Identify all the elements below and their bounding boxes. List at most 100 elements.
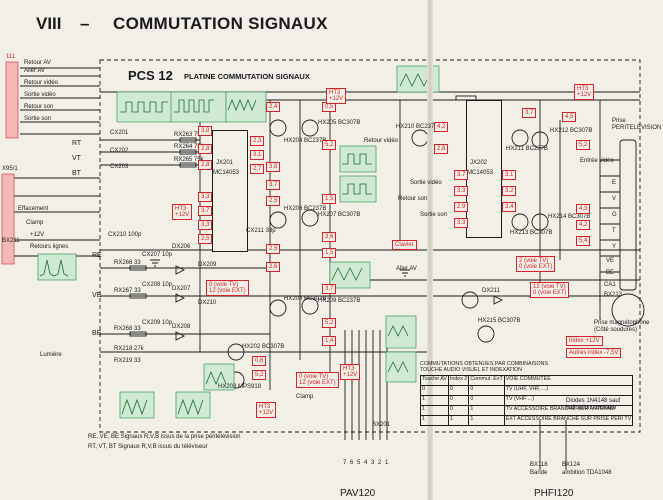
index-label: Index [569,338,584,344]
table-cell: TV (UHF, VHF, ...) [503,384,634,396]
label-bande: Bande [530,470,548,476]
board-code: PCS 12 [128,68,173,83]
comp-dx210: DX210 [198,300,217,306]
label-retour-son-right: Retour son [398,196,428,202]
voltage-value: 1,5 [322,194,337,204]
pin-number: 6 [350,460,354,466]
voltage-value: 3,3 [454,186,469,196]
transistor-hx209: HX209 BC237B [318,298,361,304]
comp-cx211: CX211 33p [246,228,276,234]
label-ambition: ambition TDA1048 [562,470,612,476]
ic-jx202 [466,100,502,238]
comp-rx268: RX268 33 [114,326,141,332]
diodes-note: Diodes 1N4148 sauf indication contraire [566,398,621,411]
index-box: Index +12V [566,336,603,346]
transistor-hx215: HX215 BC307B [478,318,521,324]
voltage-value: 1,4 [322,336,337,346]
label-entree-video: Entrée vidéo [580,158,614,164]
label-retour-av: Retour AV [24,60,51,66]
table-cell: 0 [468,394,505,406]
voltage-value: 2,8 [434,144,449,154]
comp-dx211: DX211 [482,288,500,294]
supply-label: +12V [329,96,344,102]
transistor-hx203: HX203 MPS918 [218,384,262,390]
comp-cx203: CX203 [110,164,129,170]
comp-cx208: CX208 10p [142,282,173,288]
voltage-value: 3,8 [198,126,213,136]
voltage-value: 2,7 [250,164,265,174]
voltage-value: 2,5 [198,234,213,244]
voltage-value: 5,2 [252,370,267,380]
label-vt: VT [72,155,81,162]
page-header: VIII – COMMUTATION SIGNAUX [0,0,663,38]
commutation-table: COMMUTATIONS OBTENUES PAR COMBINAISONS T… [420,361,634,426]
transistor-hx202: HX202 BC307B [242,344,285,350]
label-ve: VE [92,292,102,299]
voltage-value: 2,5 [266,244,281,254]
label-sortie-video-left: Sortie vidéo [24,92,56,98]
comp-dx207: DX207 [172,286,191,292]
pin-letter: T [612,228,616,234]
voltage-value: 3,4 [502,202,517,212]
mode-line: 12 (voie EXT) [299,380,336,386]
table-header-cell: VOIE COMMUTEE [503,374,634,386]
table-grid: Touche AV Index 2 Commut. ExT VOIE COMMU… [420,374,634,426]
supply-label: +12V [343,372,358,378]
mode-line: 0 (voie EXT) [533,290,567,296]
index-label: Autres index [569,350,603,356]
table-cell: 1 [420,394,449,406]
pin-number: 7 [343,460,347,466]
supply-label: HT3 [175,206,187,212]
index-box: Autres index -7,5V [566,348,622,358]
mode-line: 2 (voie TV) [519,258,549,264]
label-rt: RT [72,140,82,147]
table-cell: 1 [447,414,470,426]
table-cell: 1 [468,404,505,416]
voltage-value: 3,1 [250,150,265,160]
header-dash: – [80,14,90,33]
comp-cx201: CX201 [110,130,129,136]
pin-number: 1 [385,460,389,466]
table-header-cell: Index 2 [447,374,470,386]
table-cell: 1 [468,414,505,426]
label-sortie-video-right: Sortie vidéo [410,180,442,186]
table-caption: COMMUTATIONS OBTENUES PAR COMBINAISONS T… [420,361,549,373]
supply-ht3-box: HT3+12V [172,204,193,220]
transistor-hx208: HX208 BC307B [284,296,327,302]
comp-dx206: DX206 [172,244,191,250]
voltage-value: 3,3 [198,192,213,202]
connector-bottom-ref: BX211 [2,238,20,244]
pin-number: 5 [357,460,361,466]
label-clamp-left: Clamp [26,220,44,226]
supply-label: +12V [577,92,592,98]
pin-letter: CA1 [604,282,616,288]
voltage-value: 5,2 [322,140,337,150]
mode-box: 0 (voie TV)12 (voie EXT) [206,280,249,296]
voltage-value: 2,8 [198,160,213,170]
connector-bx118: BX118 [530,462,548,468]
label-retours-lignes: Retours lignes [30,244,69,250]
label-effacement: Effacement [18,206,49,212]
label-retour-son-left: Retour son [24,104,54,110]
voltage-value: 3,7 [454,170,469,180]
voltage-value: 5,2 [576,140,591,150]
voltage-value: 2,9 [454,202,469,212]
pin-letter: BE [606,270,615,276]
voltage-value: 3,7 [266,180,281,190]
label-prise-magnetophone: Prise magnétophone (Côté soudures) [594,320,650,333]
connector-bx201: BX201 [372,422,391,428]
mode-line: 0 (voie EXT) [519,264,553,270]
mode-line: 0 (voie TV) [299,374,329,380]
label-bt: BT [72,170,81,177]
label-sortie-son-left: Sortie son [24,116,52,122]
transistor-hx207: HX207 BC307B [318,212,361,218]
mode-box: 0 (voie TV)12 (voie EXT) [296,372,339,388]
comp-cx210: CX210 100p [108,232,142,238]
pin-letter: V [612,196,617,202]
comp-rx266: RX266 33 [114,260,141,266]
connector-bx124: BX124 [562,462,581,468]
label-aller-av: Aller AV [24,68,45,74]
